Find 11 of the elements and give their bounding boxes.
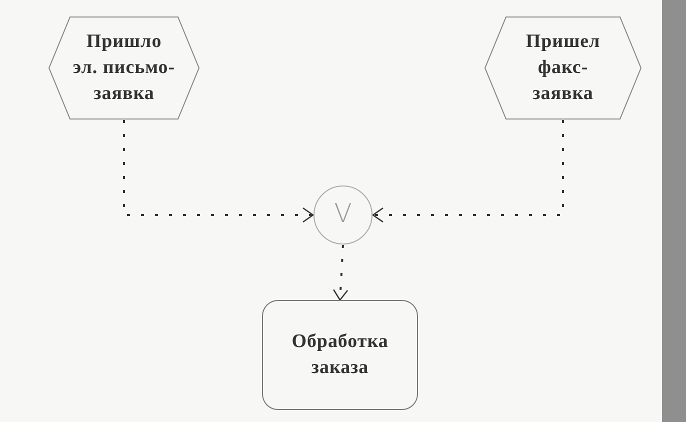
node-label: Пришел факс-заявка bbox=[524, 30, 602, 106]
event-hexagon bbox=[484, 16, 642, 120]
or-symbol: V bbox=[334, 198, 352, 232]
event-hexagon bbox=[48, 16, 200, 120]
dotted-arrow bbox=[332, 244, 348, 301]
dotted-arrow bbox=[372, 120, 564, 223]
node-label: Пришло эл. письмо-заявка bbox=[72, 30, 176, 106]
node-label: Обработка заказа bbox=[290, 330, 390, 380]
or-connector-circle bbox=[313, 185, 373, 245]
dotted-arrow bbox=[123, 120, 314, 223]
function-box bbox=[262, 300, 418, 410]
